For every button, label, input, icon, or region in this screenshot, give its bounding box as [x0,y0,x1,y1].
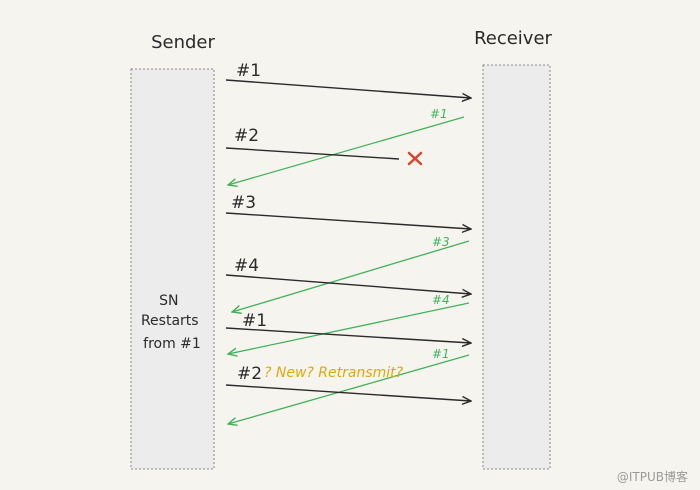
sender-column [130,68,215,470]
message-label-ack-4: #4 [432,293,450,307]
message-label-data-4: #4 [234,256,259,276]
receiver-title: Receiver [474,28,552,49]
watermark: @ITPUB博客 [617,469,688,484]
message-label-ack-3: #3 [432,235,450,249]
message-arrow-data-2-lost [225,147,400,160]
message-arrow-ack-4 [228,302,470,354]
message-arrow-data-4 [225,274,471,294]
sn-restart-note: SN Restarts from #1 [141,293,203,352]
note-line-3: from #1 [143,336,201,352]
receiver-column [482,64,551,470]
message-label-ack-1-restart: #1 [432,347,450,361]
message-label-data-2: #2 [234,126,259,146]
message-arrow-data-2-restart [225,384,471,401]
message-label-ack-1: #1 [430,107,448,121]
message-arrow-ack-3 [232,240,470,312]
message-arrow-data-1-restart [225,327,471,343]
note-line-1: SN [159,293,178,309]
message-label-data-1: #1 [236,61,261,81]
message-arrow-data-3 [225,212,471,229]
message-arrow-data-1 [225,79,471,98]
lost-x-icon [407,151,423,166]
message-arrow-ack-1 [228,116,465,185]
sender-title: Sender [151,32,215,53]
message-arrow-ack-1-restart [228,354,470,424]
message-label-data-1-restart: #1 [242,311,267,331]
note-line-2: Restarts [141,313,199,329]
retransmit-question: ? New? Retransmit? [264,365,404,381]
message-label-data-2-restart: #2 [237,364,262,384]
message-label-data-3: #3 [231,193,256,213]
